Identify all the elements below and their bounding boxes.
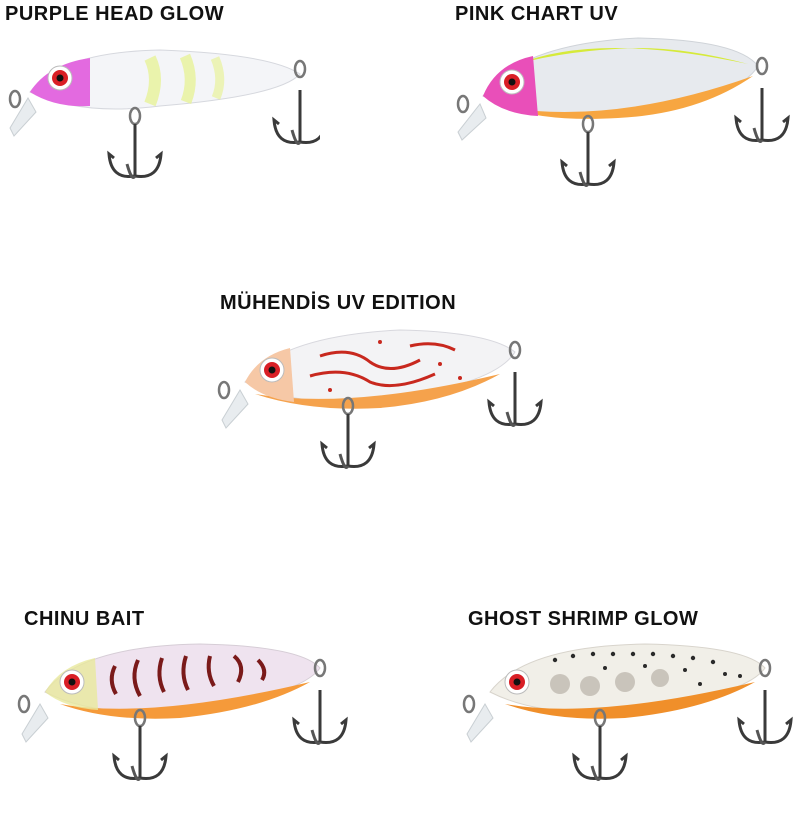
lure-image-muhendis-uv-edition <box>217 329 543 469</box>
lure-label-chinu-bait: CHINU BAIT <box>24 608 145 630</box>
lure-label-purple-head-glow: PURPLE HEAD GLOW <box>5 3 225 25</box>
lure-image-purple-head-glow <box>8 49 320 179</box>
lure-image-chinu-bait <box>17 643 348 781</box>
lure-image-pink-chart-uv <box>456 37 790 187</box>
lure-label-ghost-shrimp-glow: GHOST SHRIMP GLOW <box>468 608 699 630</box>
lure-label-pink-chart-uv: PINK CHART UV <box>455 3 619 25</box>
lure-label-muhendis-uv-edition: MÜHENDİS UV EDITION <box>220 292 457 314</box>
lure-image-ghost-shrimp-glow <box>462 643 793 781</box>
